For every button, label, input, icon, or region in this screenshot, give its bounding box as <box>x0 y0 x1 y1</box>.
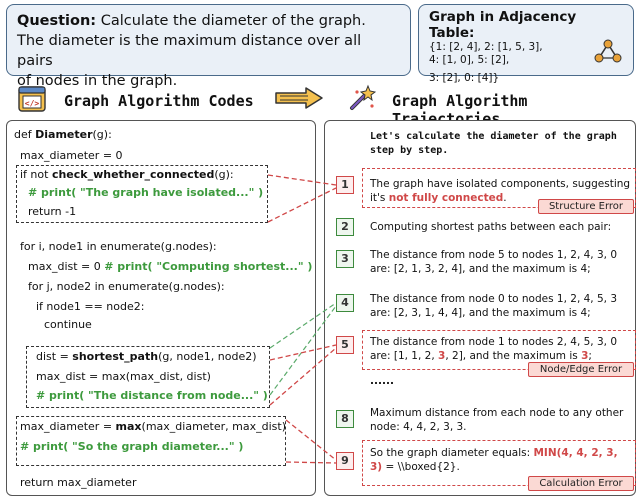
connector-red-5a <box>269 344 337 361</box>
code-line-init: max_diameter = 0 <box>20 149 123 162</box>
step-5-text: The distance from node 1 to nodes 2, 4, … <box>370 336 618 362</box>
connector-red-5b <box>269 347 337 406</box>
step-4-number: 4 <box>336 294 354 312</box>
code-line-maxdist: max_dist = 0 # print( "Computing shortes… <box>28 260 313 273</box>
step-1-number: 1 <box>336 176 354 194</box>
question-box: Question: Calculate the diameter of the … <box>6 4 411 89</box>
step-8-number: 8 <box>336 410 354 428</box>
code-comment-distance: # print( "The distance from node..." ) <box>36 389 268 402</box>
step-5-error-box <box>362 330 636 370</box>
connector-red-9b <box>285 461 337 464</box>
step-1-text: The graph have isolated components, sugg… <box>370 178 631 204</box>
adjacency-line-1: {1: [2, 4], 2: [1, 5, 3], <box>429 41 543 53</box>
question-text-1: Calculate the diameter of the graph. <box>96 13 366 29</box>
connector-red-9a <box>285 419 337 461</box>
code-window-icon: </> <box>18 86 46 112</box>
code-comment-isolated: # print( "The graph have isolated..." ) <box>28 186 264 199</box>
calculation-error-tag: Calculation Error <box>528 476 634 491</box>
connector-green-4a <box>269 302 337 349</box>
code-block-max-diameter <box>16 416 286 466</box>
magic-wand-icon <box>350 84 376 110</box>
code-line-if-connected: if not check_whether_connected(g): <box>20 168 234 181</box>
code-block-connected-check <box>16 165 268 223</box>
connector-red-1b <box>267 187 337 223</box>
svg-text:</>: </> <box>25 99 40 108</box>
code-line-max-diameter: max_diameter = max(max_diameter, max_dis… <box>20 420 286 433</box>
code-comment-diameter: # print( "So the graph diameter..." ) <box>20 440 244 453</box>
adjacency-line-2: 4: [1, 0], 5: [2], <box>429 54 510 66</box>
question-label: Question: <box>17 13 97 29</box>
code-line-def: def Diameter(g): <box>14 128 112 141</box>
step-3-text: The distance from node 5 to nodes 1, 2, … <box>370 249 618 275</box>
graph-network-icon <box>594 39 622 63</box>
adjacency-line-3: 3: [2], 0: [4]} <box>429 72 500 84</box>
step-2-number: 2 <box>336 218 354 236</box>
step-4-text: The distance from node 0 to nodes 1, 2, … <box>370 293 618 319</box>
code-line-continue: continue <box>44 318 92 331</box>
code-line-for-j: for j, node2 in enumerate(g.nodes): <box>28 280 225 293</box>
code-line-for-i: for i, node1 in enumerate(g.nodes): <box>20 240 217 253</box>
step-1-error-box <box>362 168 636 208</box>
question-text-2: The diameter is the maximum distance ove… <box>17 33 362 69</box>
step-8-text: Maximum distance from each node to any o… <box>370 407 624 433</box>
connector-green-4b <box>269 305 337 396</box>
code-line-return-neg: return -1 <box>28 205 77 218</box>
step-3-number: 3 <box>336 250 354 268</box>
code-line-if-equal: if node1 == node2: <box>36 300 145 313</box>
trajectory-panel <box>324 120 636 496</box>
codes-header: Graph Algorithm Codes <box>64 92 254 110</box>
trajectory-ellipsis: ...... <box>370 375 394 387</box>
code-line-max-dist: max_dist = max(max_dist, dist) <box>36 370 211 383</box>
code-line-dist: dist = shortest_path(g, node1, node2) <box>36 350 257 363</box>
trajectory-intro: Let's calculate the diameter of the grap… <box>370 131 617 156</box>
structure-error-tag: Structure Error <box>538 199 634 214</box>
node-edge-error-tag: Node/Edge Error <box>528 362 634 377</box>
code-block-shortest-path <box>26 346 270 408</box>
step-5-number: 5 <box>336 336 354 354</box>
arrow-right-icon <box>275 87 323 109</box>
step-2-text: Computing shortest paths between each pa… <box>370 221 612 233</box>
adjacency-box: Graph in Adjacency Table: {1: [2, 4], 2:… <box>418 4 634 84</box>
question-text-3: of nodes in the graph. <box>17 73 178 89</box>
code-line-return: return max_diameter <box>20 476 137 489</box>
step-9-number: 9 <box>336 452 354 470</box>
step-9-error-box <box>362 440 636 486</box>
adjacency-title: Graph in Adjacency Table: <box>429 9 577 41</box>
step-9-text: So the graph diameter equals: MIN(4, 4, … <box>370 447 618 473</box>
code-panel <box>6 120 316 496</box>
connector-red-1a <box>267 174 337 186</box>
